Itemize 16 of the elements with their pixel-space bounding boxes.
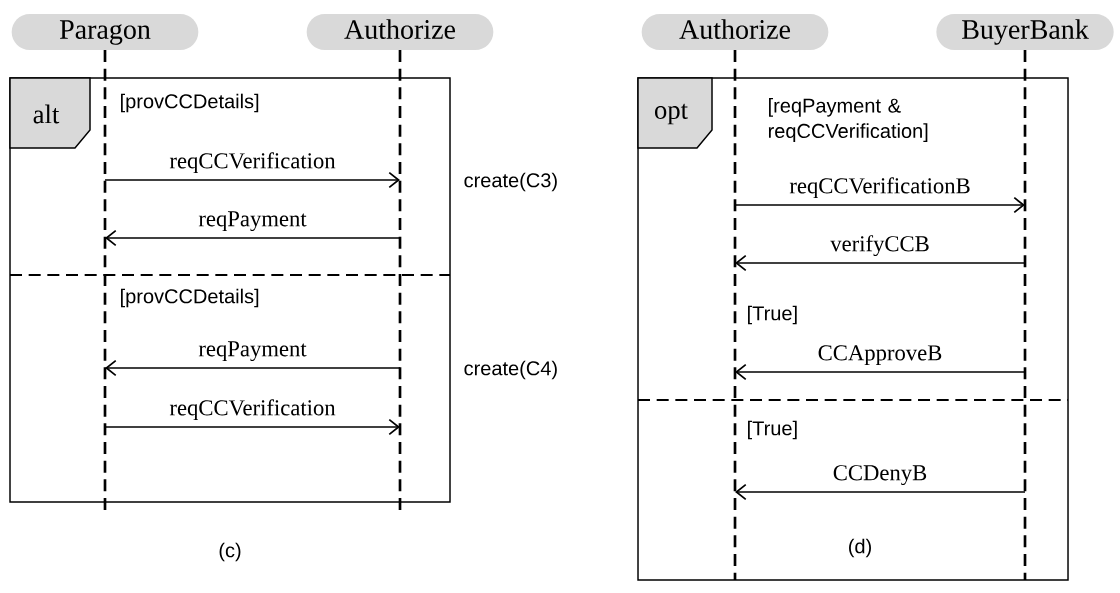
caption: (d) [849, 538, 871, 558]
message-label: reqPayment [198, 211, 307, 232]
message-arrow [104, 418, 400, 436]
caption: (c) [219, 542, 241, 562]
note-label: [True] [748, 305, 797, 325]
message-label: verifyCCB [830, 235, 929, 257]
message-arrow [734, 196, 1025, 214]
message-arrow [735, 254, 1026, 272]
message-label: CCDenyB [833, 465, 927, 486]
message-arrow [735, 483, 1026, 501]
message-arrow [735, 363, 1026, 381]
message-arrow [104, 171, 400, 189]
message-arrow [105, 359, 401, 377]
message-arrow [105, 229, 401, 247]
note-label: [True] [748, 420, 797, 440]
message-label: reqPayment [198, 341, 307, 362]
